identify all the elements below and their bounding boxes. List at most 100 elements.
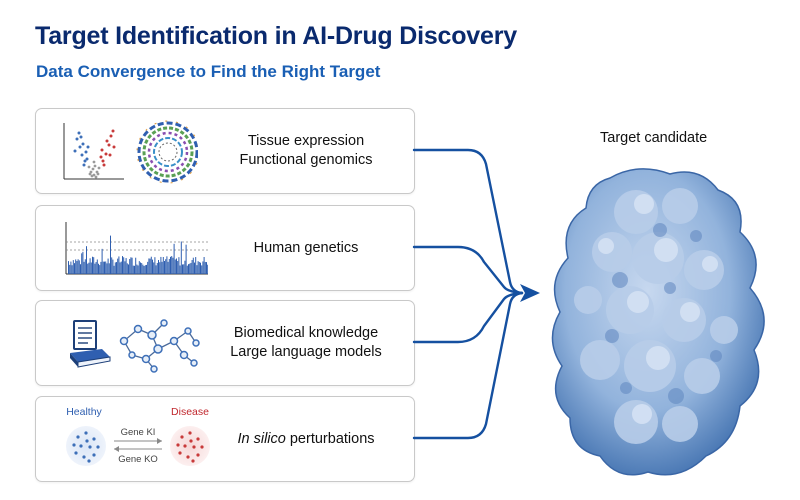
- manhattan-bar: [160, 256, 162, 274]
- manhattan-bar: [198, 261, 200, 274]
- manhattan-bar: [69, 264, 71, 274]
- manhattan-bar: [158, 259, 159, 274]
- manhattan-bar: [129, 259, 131, 274]
- manhattan-bar: [130, 257, 132, 274]
- manhattan-bar: [101, 248, 103, 274]
- manhattan-bar: [96, 259, 98, 274]
- manhattan-bar: [118, 256, 120, 274]
- card-label: Large language models: [230, 344, 382, 360]
- manhattan-bar: [89, 258, 91, 274]
- manhattan-bar: [189, 263, 191, 274]
- manhattan-bar: [165, 259, 167, 274]
- arrowhead-icon: [520, 284, 540, 302]
- manhattan-bar: [164, 261, 165, 274]
- manhattan-bar: [117, 258, 119, 274]
- manhattan-bar: [76, 261, 78, 274]
- manhattan-bar: [172, 257, 174, 274]
- manhattan-bar: [180, 241, 182, 274]
- manhattan-bar: [196, 265, 198, 274]
- manhattan-bar: [95, 261, 97, 274]
- manhattan-bar: [93, 257, 95, 274]
- arrow-line: [412, 291, 524, 440]
- manhattan-bar: [123, 257, 125, 274]
- manhattan-bar: [136, 264, 138, 274]
- card-label-italic: In silico: [237, 430, 286, 447]
- manhattan-bar: [190, 262, 192, 274]
- manhattan-bar: [100, 261, 102, 274]
- card-label: Tissue expression: [247, 133, 365, 149]
- page-title: Target Identification in AI-Drug Discove…: [35, 22, 517, 50]
- manhattan-bar: [185, 244, 187, 274]
- manhattan-bar: [170, 256, 171, 274]
- volcano-plot-icon: [63, 120, 198, 184]
- gene-ki-label: Gene KI: [121, 427, 156, 438]
- manhattan-bar: [138, 261, 140, 274]
- manhattan-bar: [87, 263, 89, 274]
- manhattan-bar: [174, 259, 176, 274]
- manhattan-bar: [182, 264, 183, 274]
- target-candidate-label: Target candidate: [600, 130, 708, 146]
- manhattan-bar: [72, 260, 74, 274]
- manhattan-bar: [200, 262, 201, 274]
- manhattan-bar: [119, 262, 121, 274]
- manhattan-bar: [150, 256, 152, 274]
- card-tissue-expression: Tissue expression Functional genomics: [35, 108, 415, 194]
- manhattan-bar: [141, 263, 143, 274]
- manhattan-bar: [131, 257, 133, 274]
- manhattan-bar: [77, 259, 79, 274]
- healthy-cell-state: [66, 426, 106, 466]
- manhattan-bar: [149, 258, 151, 274]
- arrow-line: [412, 245, 524, 295]
- manhattan-bar: [171, 256, 173, 274]
- manhattan-bar: [104, 261, 105, 274]
- manhattan-bar: [197, 261, 199, 274]
- manhattan-bar: [75, 259, 77, 274]
- arrow-line: [412, 148, 524, 295]
- disease-label: Disease: [171, 406, 209, 418]
- manhattan-bar: [88, 262, 90, 274]
- manhattan-bar: [81, 253, 83, 274]
- manhattan-bar: [188, 264, 189, 274]
- manhattan-bar: [105, 261, 107, 274]
- manhattan-bar: [166, 256, 168, 274]
- manhattan-bar: [168, 258, 170, 274]
- manhattan-bar: [125, 258, 127, 274]
- gene-ko-label: Gene KO: [118, 454, 158, 465]
- manhattan-bar: [203, 256, 205, 274]
- manhattan-bar: [126, 263, 128, 274]
- manhattan-bar: [144, 265, 146, 274]
- manhattan-bar: [162, 257, 164, 274]
- manhattan-bar: [195, 257, 197, 274]
- manhattan-bar: [86, 246, 87, 274]
- manhattan-bar: [167, 261, 169, 274]
- manhattan-bar: [179, 265, 181, 274]
- knowledge-icon: [70, 319, 200, 373]
- disease-cell-state: [170, 426, 210, 466]
- card-biomedical-knowledge: Biomedical knowledge Large language mode…: [35, 300, 415, 386]
- manhattan-bar: [134, 265, 135, 274]
- manhattan-bar: [74, 263, 75, 274]
- manhattan-bar: [202, 261, 204, 274]
- card-label-rest: perturbations: [285, 430, 375, 447]
- manhattan-bar: [143, 265, 145, 274]
- manhattan-bar: [178, 257, 180, 274]
- manhattan-bar: [135, 257, 137, 274]
- manhattan-bar: [114, 262, 116, 274]
- circos-plot-icon: [136, 120, 198, 184]
- healthy-label: Healthy: [66, 406, 102, 418]
- manhattan-bar: [146, 264, 147, 274]
- document-icon: [73, 320, 97, 350]
- manhattan-bar: [148, 258, 150, 274]
- manhattan-bar: [94, 263, 96, 274]
- manhattan-bar: [152, 259, 153, 274]
- manhattan-bar: [194, 262, 195, 274]
- manhattan-bar: [207, 264, 208, 274]
- manhattan-bar: [140, 262, 141, 274]
- manhattan-bar: [84, 259, 86, 274]
- manhattan-bar: [111, 257, 113, 274]
- arrow-line: [412, 291, 524, 344]
- manhattan-bar: [92, 256, 93, 274]
- page-subtitle: Data Convergence to Find the Right Targe…: [36, 62, 381, 81]
- manhattan-bar: [83, 261, 85, 274]
- manhattan-bar: [147, 261, 149, 274]
